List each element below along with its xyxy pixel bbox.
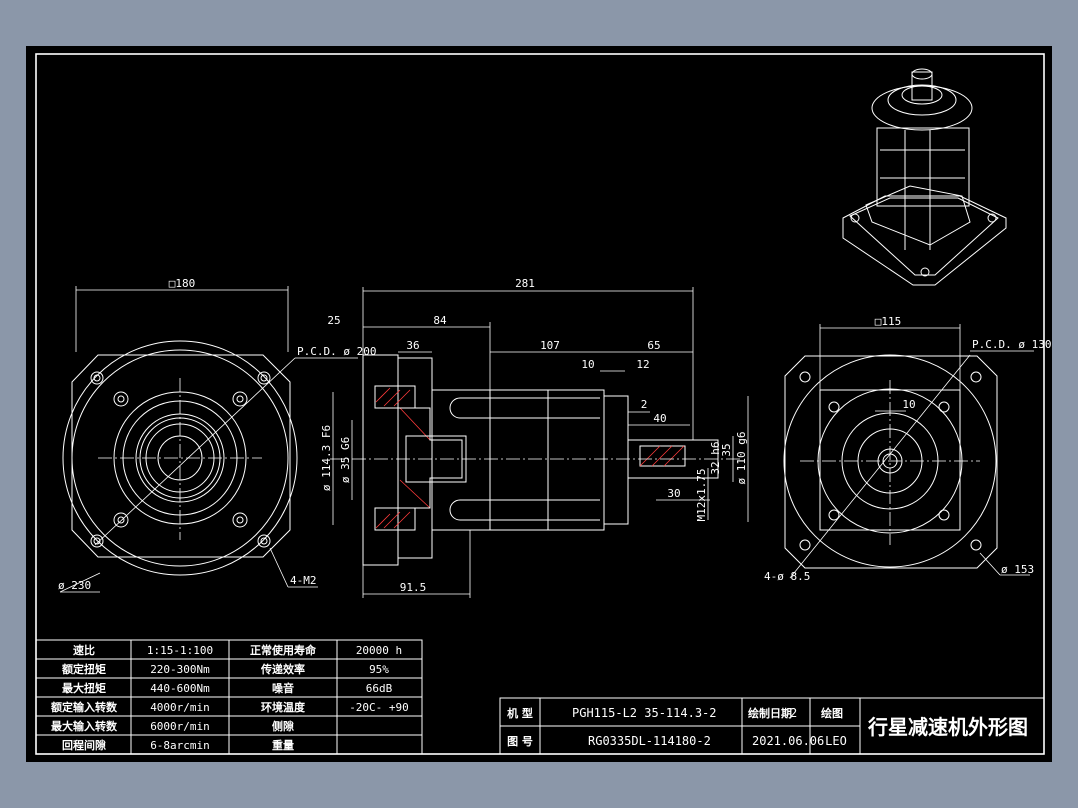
left-front-view (59, 286, 358, 593)
dim-right-od: ø 153 (1001, 563, 1034, 576)
spec-cell-v1: 6-8arcmin (150, 739, 210, 752)
dim-shaft-32: 32 h6 (709, 441, 722, 474)
date-value: 2021.06.06 (752, 734, 824, 748)
dim-40: 40 (653, 412, 666, 425)
dim-shaft-35: 35 (720, 443, 733, 456)
dim-65: 65 (647, 339, 660, 352)
dim-30: 30 (667, 487, 680, 500)
spec-cell-k2: 传递效率 (260, 662, 305, 676)
drawing-no-label: 图 号 (507, 735, 533, 748)
spec-cell-k1: 回程间隙 (62, 738, 106, 752)
spec-cell-v1: 6000r/min (150, 720, 210, 733)
drawing-sheet (26, 46, 1052, 762)
dim-12: 12 (636, 358, 649, 371)
dim-thread: M12x1.75 (695, 469, 708, 522)
title-block: 机 型 PGH115-L2 35-114.3-2 图 号 RG0335DL-11… (499, 697, 1045, 755)
date-label: 绘制日期 (748, 706, 792, 720)
spec-cell-k1: 额定扭矩 (62, 662, 106, 676)
spec-cell-k1: 最大扭矩 (62, 681, 106, 695)
dim-2: 2 (641, 398, 648, 411)
dim-bore-small: ø 35 G6 (339, 437, 352, 483)
spec-cell-v1: 220-300Nm (150, 663, 210, 676)
drawn-label: 绘图 (821, 706, 843, 720)
dim-overall-length: 281 (515, 277, 535, 290)
spec-cell-k2: 正常使用寿命 (250, 643, 317, 657)
spec-cell-k1: 额定输入转数 (51, 700, 118, 714)
spec-cell-v2: 20000 h (356, 644, 402, 657)
spec-cell-k2: 重量 (272, 738, 294, 752)
model-label: 机 型 (507, 706, 533, 720)
spec-cell-k2: 噪音 (272, 681, 294, 695)
dimension-labels: □180 P.C.D. ø 200 ø 230 4-M2 281 25 84 3… (58, 277, 1051, 594)
spec-cell-v2: 66dB (366, 682, 393, 695)
dim-flange-25: 25 (327, 314, 340, 327)
spec-cell-k1: 速比 (73, 643, 95, 657)
spec-cell-k2: 侧隙 (272, 719, 294, 733)
dim-91-5: 91.5 (400, 581, 427, 594)
side-section-view (330, 287, 749, 598)
model-value: PGH115-L2 35-114.3-2 (572, 706, 717, 720)
dim-right-key: 10 (902, 398, 915, 411)
dim-left-square: □180 (169, 277, 196, 290)
dim-left-od: ø 230 (58, 579, 91, 592)
dim-left-pcd: P.C.D. ø 200 (297, 345, 376, 358)
spec-table: 速比 1:15-1:100 正常使用寿命 20000 h 额定扭矩 220-300Nm 传递… (35, 639, 423, 755)
spec-cell-v2: -20C- +90 (349, 701, 409, 714)
dim-left-holes: 4-M2 (290, 574, 317, 587)
dim-right-holes: 4-ø 8.5 (764, 570, 810, 583)
dim-107: 107 (540, 339, 560, 352)
spec-cell-v1: 440-600Nm (150, 682, 210, 695)
spec-cell-k2: 环境温度 (261, 700, 306, 714)
isometric-view (842, 68, 1007, 286)
dim-shaft-110: ø 110 g6 (735, 432, 748, 485)
right-front-view (783, 324, 1034, 579)
dim-36: 36 (406, 339, 419, 352)
dim-right-square: □115 (875, 315, 902, 328)
drawn-value: LEO (825, 734, 847, 748)
drawing-no-value: RG0335DL-114180-2 (588, 734, 711, 748)
spec-cell-v1: 1:15-1:100 (147, 644, 213, 657)
dim-bore-main: ø 114.3 F6 (320, 425, 333, 491)
dim-right-pcd: P.C.D. ø 130 (972, 338, 1051, 351)
drawing-title: 行星减速机外形图 (867, 715, 1028, 739)
dim-10: 10 (581, 358, 594, 371)
dim-84: 84 (433, 314, 447, 327)
spec-cell-v2: 95% (369, 663, 389, 676)
date-overlap-char: 2 (790, 706, 797, 720)
spec-cell-k1: 最大输入转数 (51, 719, 118, 733)
spec-cell-v1: 4000r/min (150, 701, 210, 714)
